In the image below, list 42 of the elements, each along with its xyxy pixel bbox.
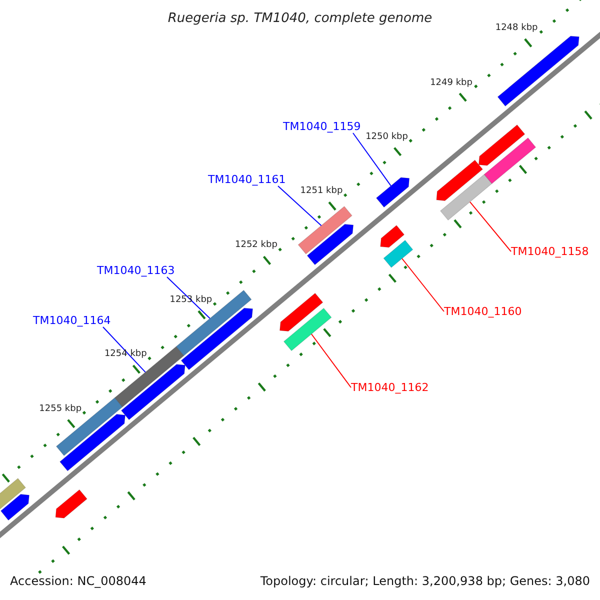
gene-feature (497, 36, 580, 107)
gene-label: TM1040_1163 (97, 264, 175, 276)
scale-label: 1255 kbp (39, 404, 82, 414)
genome-info-text: Accession: NC_008044 (10, 575, 146, 587)
gene-feature (279, 292, 324, 332)
scale-label: 1252 kbp (235, 241, 278, 250)
scale-label: 1254 kbp (104, 350, 147, 360)
leader-line (470, 201, 512, 252)
gene-feature (436, 160, 484, 202)
gene-feature (380, 224, 405, 248)
scale-label: 1249 kbp (430, 78, 472, 88)
gene-label: TM1040_1161 (208, 172, 286, 186)
gene-feature (59, 414, 126, 472)
leader-line (402, 258, 444, 312)
gene-feature (376, 177, 410, 208)
gene-feature (478, 124, 526, 166)
gene-bar (298, 206, 352, 254)
gene-label: TM1040_1159 (283, 120, 361, 132)
gene-label: TM1040_1158 (511, 244, 589, 258)
gene-feature (0, 494, 30, 521)
gene-feature (306, 224, 354, 266)
scale-label: 1251 kbp (300, 187, 343, 196)
scale-label: 1250 kbp (366, 132, 408, 142)
gene-label: TM1040_1162 (351, 380, 429, 394)
gene-feature (55, 489, 88, 518)
gene-bar (440, 174, 492, 221)
gene-feature (120, 364, 186, 420)
title: Ruegeria sp. TM1040, complete genome (166, 12, 434, 25)
genome-info-text: Topology: circular; Length: 3,200,938 bp; Genes: 3,080 (260, 575, 590, 587)
leader-line (166, 276, 210, 319)
gene-bar (283, 308, 332, 352)
leader-line (102, 326, 146, 373)
gene-feature (180, 308, 254, 370)
scale-label: 1253 kbp (170, 296, 212, 305)
leader-line (310, 334, 352, 388)
gene-bar (383, 240, 414, 268)
gene-label: TM1040_1160 (444, 304, 522, 318)
scale-label: 1248 kbp (495, 24, 538, 34)
leader-line (278, 186, 322, 226)
leader-line (352, 132, 392, 186)
gene-bar (484, 137, 536, 184)
gene-label: TM1040_1164 (33, 314, 111, 326)
